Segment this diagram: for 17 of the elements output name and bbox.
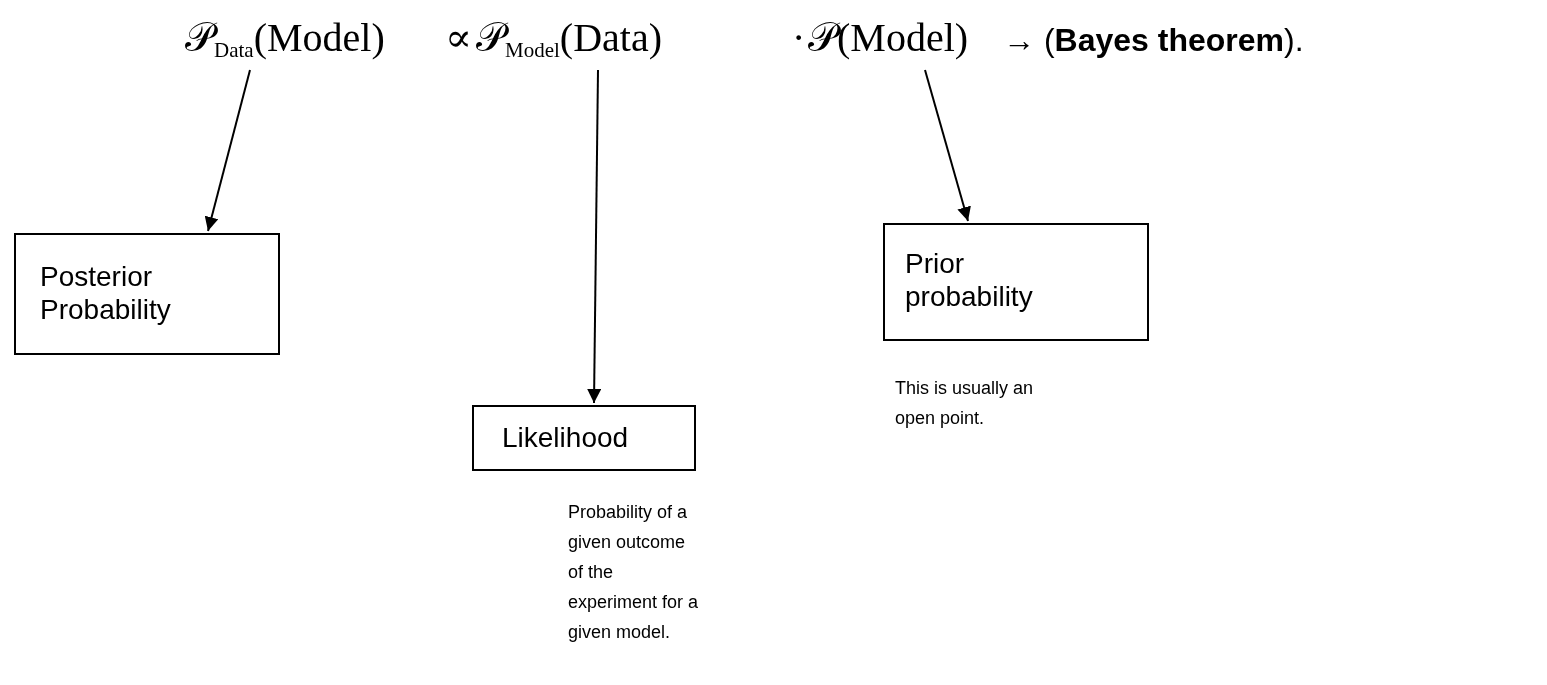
description-text: This is usually an open point.	[895, 377, 1035, 430]
arrow	[587, 69, 602, 404]
description-text: Probability of a given outcome of the experiment for a given model.	[568, 501, 700, 644]
box-label: Likelihood	[502, 421, 630, 454]
label-box	[14, 233, 280, 355]
arrow	[924, 69, 971, 222]
label-box	[883, 223, 1149, 341]
arrow	[204, 69, 251, 232]
formula-note: → (Bayes theorem).	[1003, 21, 1304, 60]
formula-term: 𝒫$_{Data}$(Model)	[185, 18, 385, 58]
formula-term: 𝒫(Model)	[808, 18, 969, 58]
box-label: Prior probability	[905, 247, 1034, 313]
math-operator: ·	[792, 18, 806, 58]
formula-term: 𝒫$_{Model}$(Data)	[476, 18, 662, 58]
label-box	[472, 405, 696, 471]
box-label: Posterior Probability	[40, 260, 172, 326]
math-operator: ∝	[445, 18, 473, 58]
